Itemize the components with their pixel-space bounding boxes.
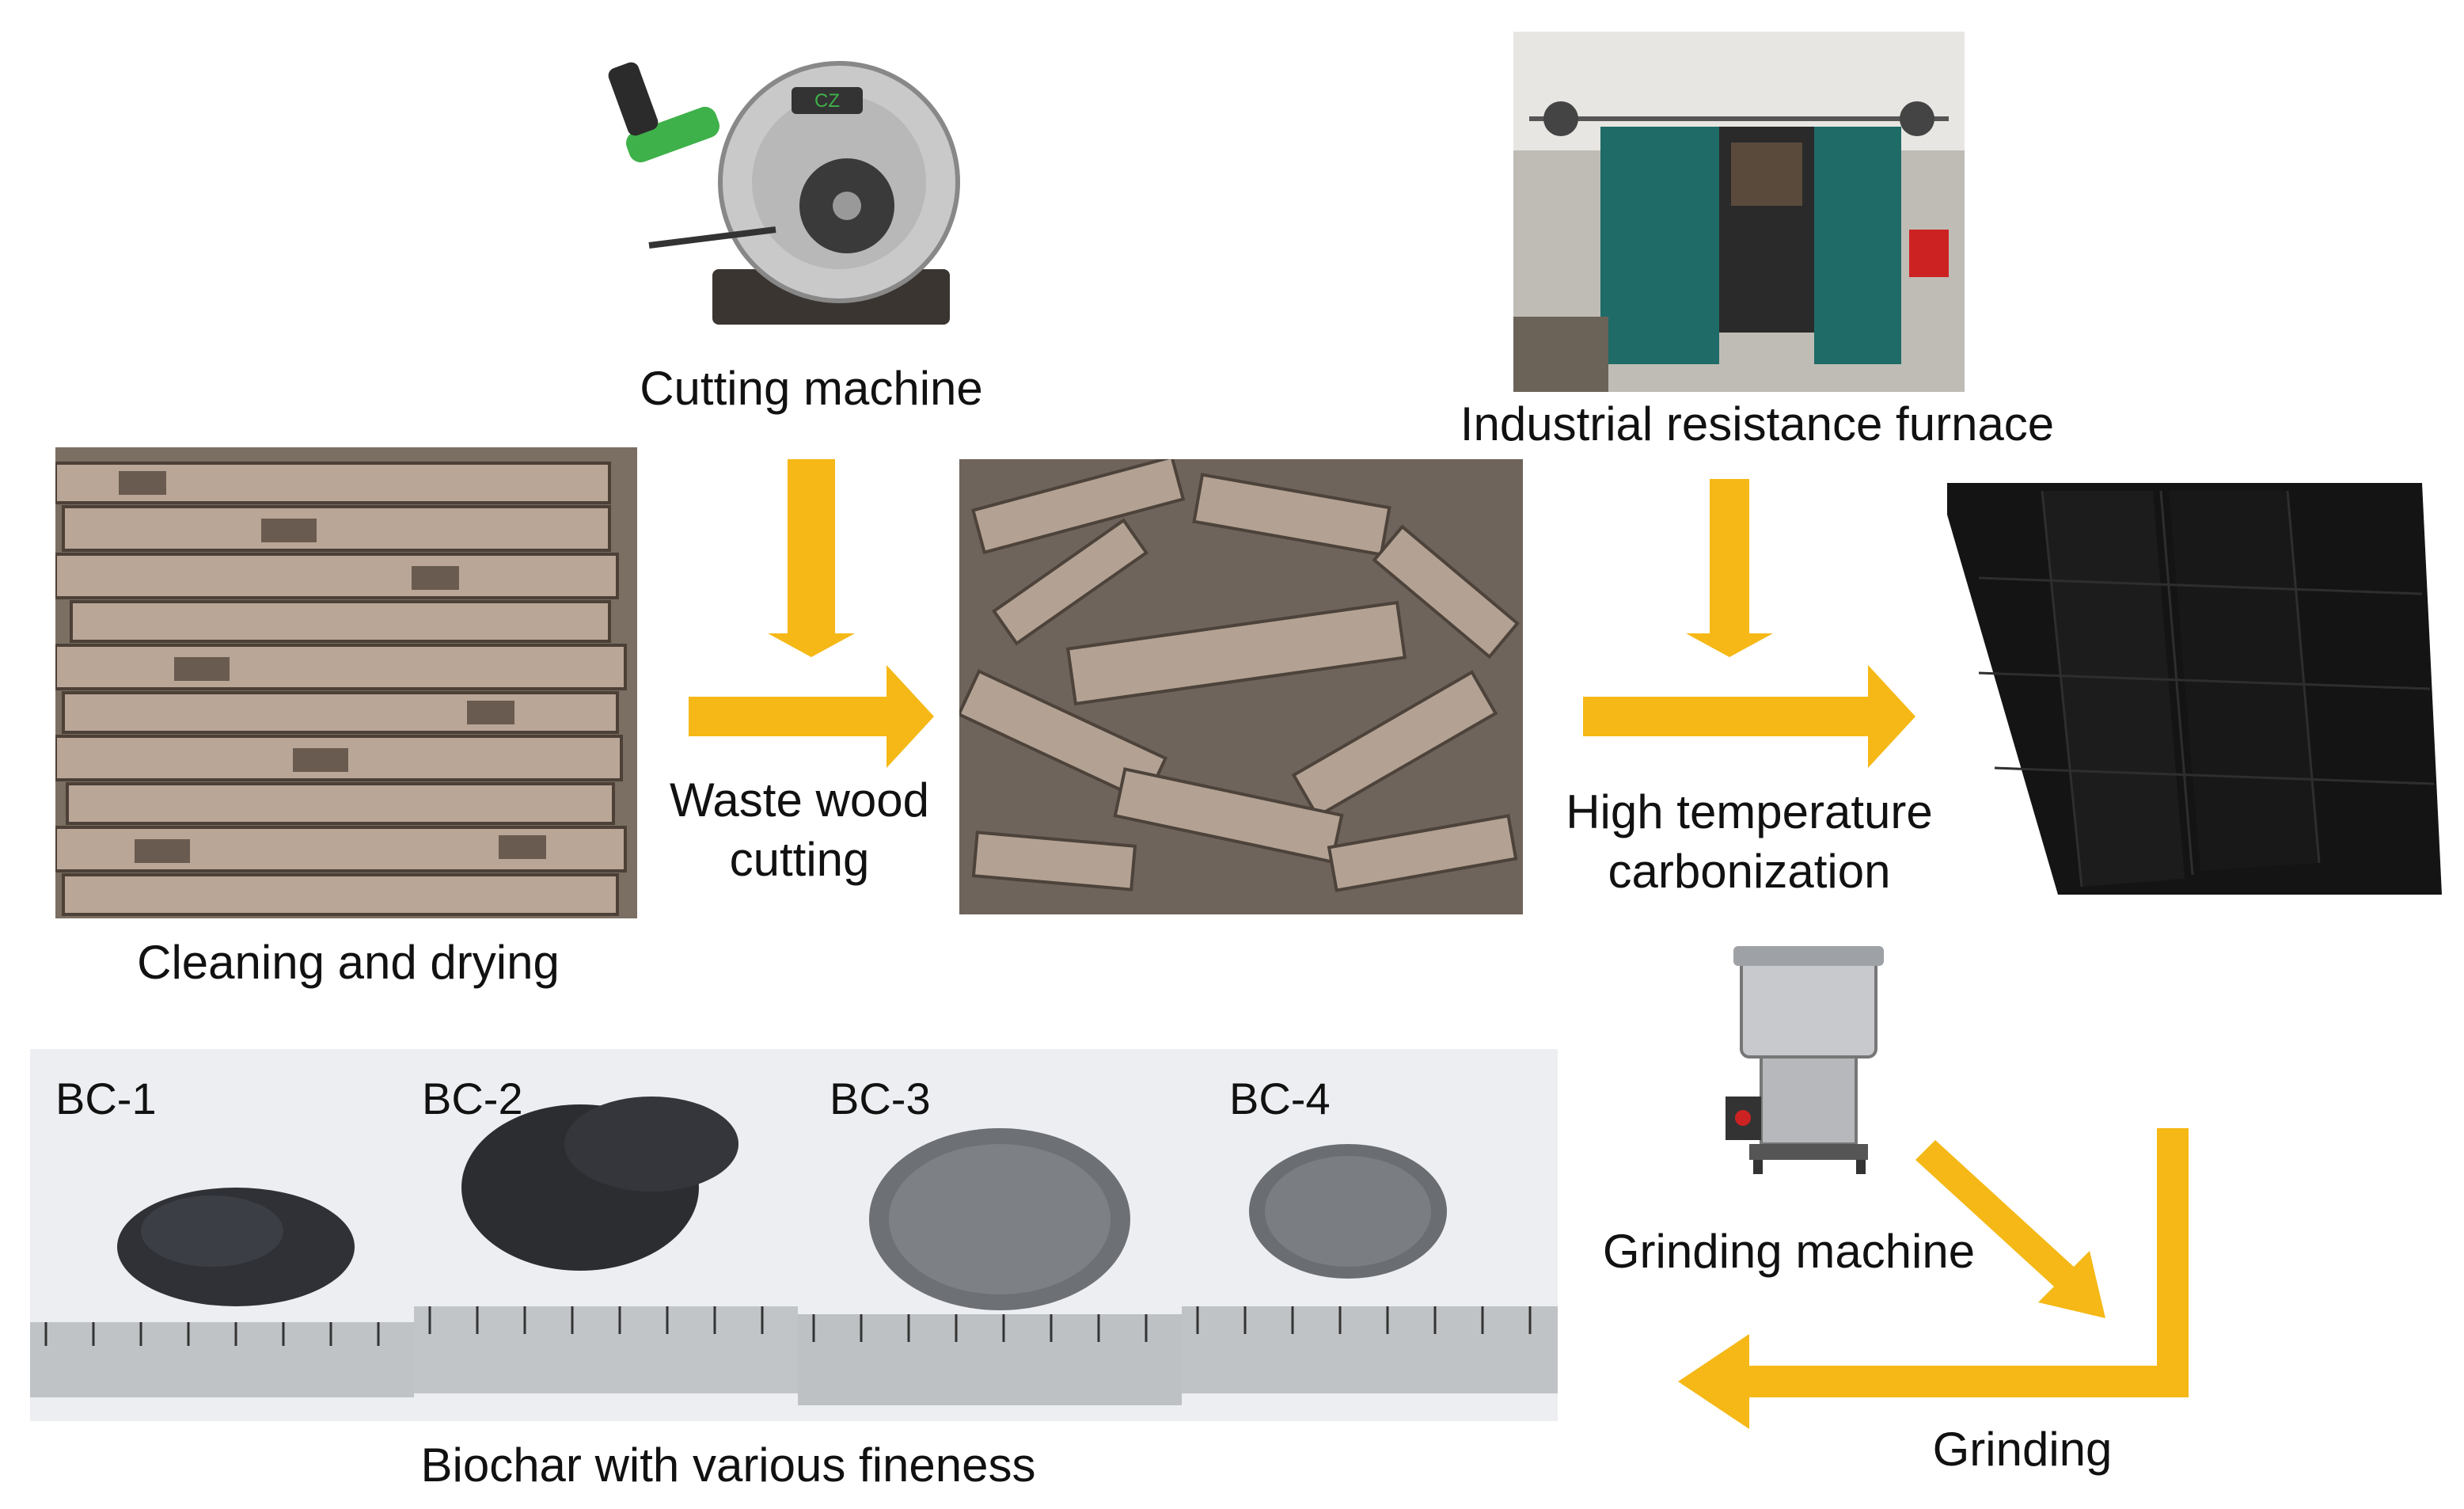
wood-pile-image [55, 447, 637, 918]
sample-label-bc3: BC-3 [830, 1074, 931, 1123]
biochar-samples-panel: BC-1 BC-2 BC-3 [30, 1049, 1558, 1421]
carbonization-label-line1: High temperature [1566, 785, 1933, 838]
arrow-right-carbonization [1583, 665, 1915, 768]
sample-bc3-image: BC-3 [798, 1049, 1182, 1421]
charcoal-image [1947, 483, 2442, 895]
arrow-right-cutting [689, 665, 934, 768]
sample-label-bc4: BC-4 [1229, 1074, 1331, 1123]
cut-wood-image [959, 459, 1523, 914]
cutting-machine-image: CZ [602, 32, 1013, 348]
svg-text:CZ: CZ [814, 90, 840, 112]
waste-wood-cutting-label-line1: Waste wood [670, 774, 929, 827]
arrow-return-grinding [1678, 1128, 2189, 1429]
sample-label-bc2: BC-2 [422, 1074, 523, 1123]
grinding-machine-label: Grinding machine [1602, 1225, 1976, 1278]
carbonization-label-line2: carbonization [1608, 845, 1891, 898]
arrow-down-furnace [1686, 479, 1773, 657]
arrow-diagonal-grinding [1915, 1140, 2105, 1318]
sample-bc1-image: BC-1 [30, 1049, 414, 1421]
cleaning-drying-label: Cleaning and drying [137, 936, 560, 989]
biochar-caption: Biochar with various fineness [420, 1439, 1036, 1492]
sample-bc2-image: BC-2 [414, 1049, 798, 1421]
sample-bc4-image: BC-4 [1182, 1049, 1558, 1421]
sample-label-bc1: BC-1 [55, 1074, 157, 1123]
waste-wood-cutting-label-line2: cutting [729, 833, 870, 886]
grinding-machine-image [1718, 938, 1900, 1176]
arrow-down-cutting [768, 459, 855, 657]
cutting-machine-label: Cutting machine [640, 362, 983, 415]
furnace-label: Industrial resistance furnace [1460, 397, 2055, 450]
grinding-label: Grinding [1932, 1423, 2113, 1476]
furnace-image [1513, 32, 1965, 392]
